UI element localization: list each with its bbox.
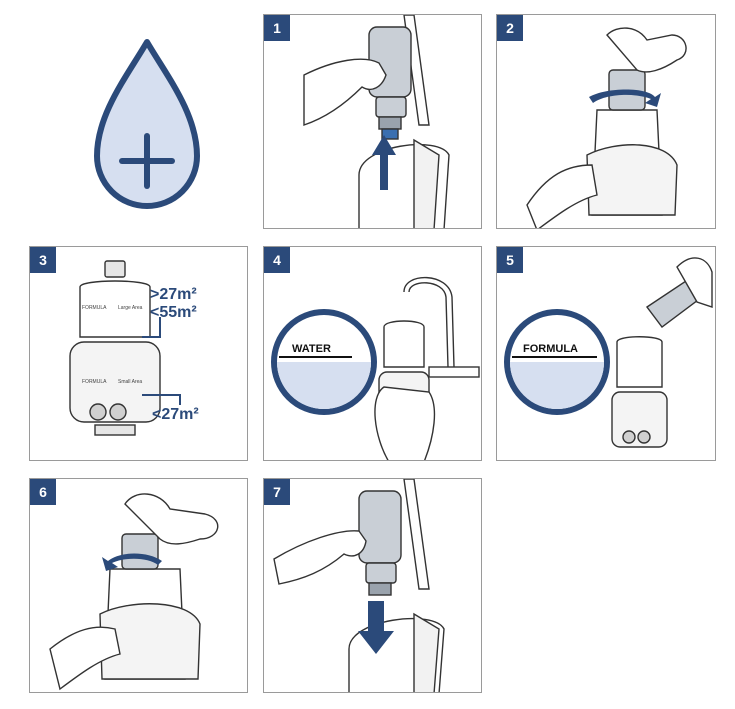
step-number-badge: 2 [497,15,523,41]
step-number-badge: 7 [264,479,290,505]
step-6-panel: 6 [29,478,248,693]
step-number-badge: 3 [30,247,56,273]
step-3-panel: 3 FORMULA Large Area FORMULA Small Area … [29,246,248,461]
step-number-badge: 6 [30,479,56,505]
step-7-panel: 7 [263,478,482,693]
step-6-illustration [49,493,219,691]
large-area-label: >27m² [150,286,197,303]
step-1-panel: 1 [263,14,482,229]
formula-label: FORMULA [523,343,578,355]
step-4-illustration: WATER [271,276,480,460]
medium-area-label: <55m² [150,304,197,321]
step-number-badge: 4 [264,247,290,273]
step-4-panel: 4 WATER [263,246,482,461]
step-2-panel: 2 [496,14,716,229]
small-area-label: <27m² [152,406,199,423]
step-5-illustration: FORMULA [504,257,713,448]
svg-text:FORMULA: FORMULA [82,379,107,385]
water-drop-plus-icon [94,39,200,209]
step-number-badge: 1 [264,15,290,41]
step-1-illustration [303,15,450,228]
step-number-badge: 5 [497,247,523,273]
svg-text:Small Area: Small Area [118,379,142,385]
step-2-illustration [526,27,687,228]
step-7-illustration [273,479,445,692]
step-5-panel: 5 FORMULA [496,246,716,461]
svg-text:FORMULA: FORMULA [82,305,107,311]
step-3-illustration: FORMULA Large Area FORMULA Small Area >2… [69,260,199,436]
water-label: WATER [292,343,331,355]
svg-text:Large Area: Large Area [118,305,143,311]
